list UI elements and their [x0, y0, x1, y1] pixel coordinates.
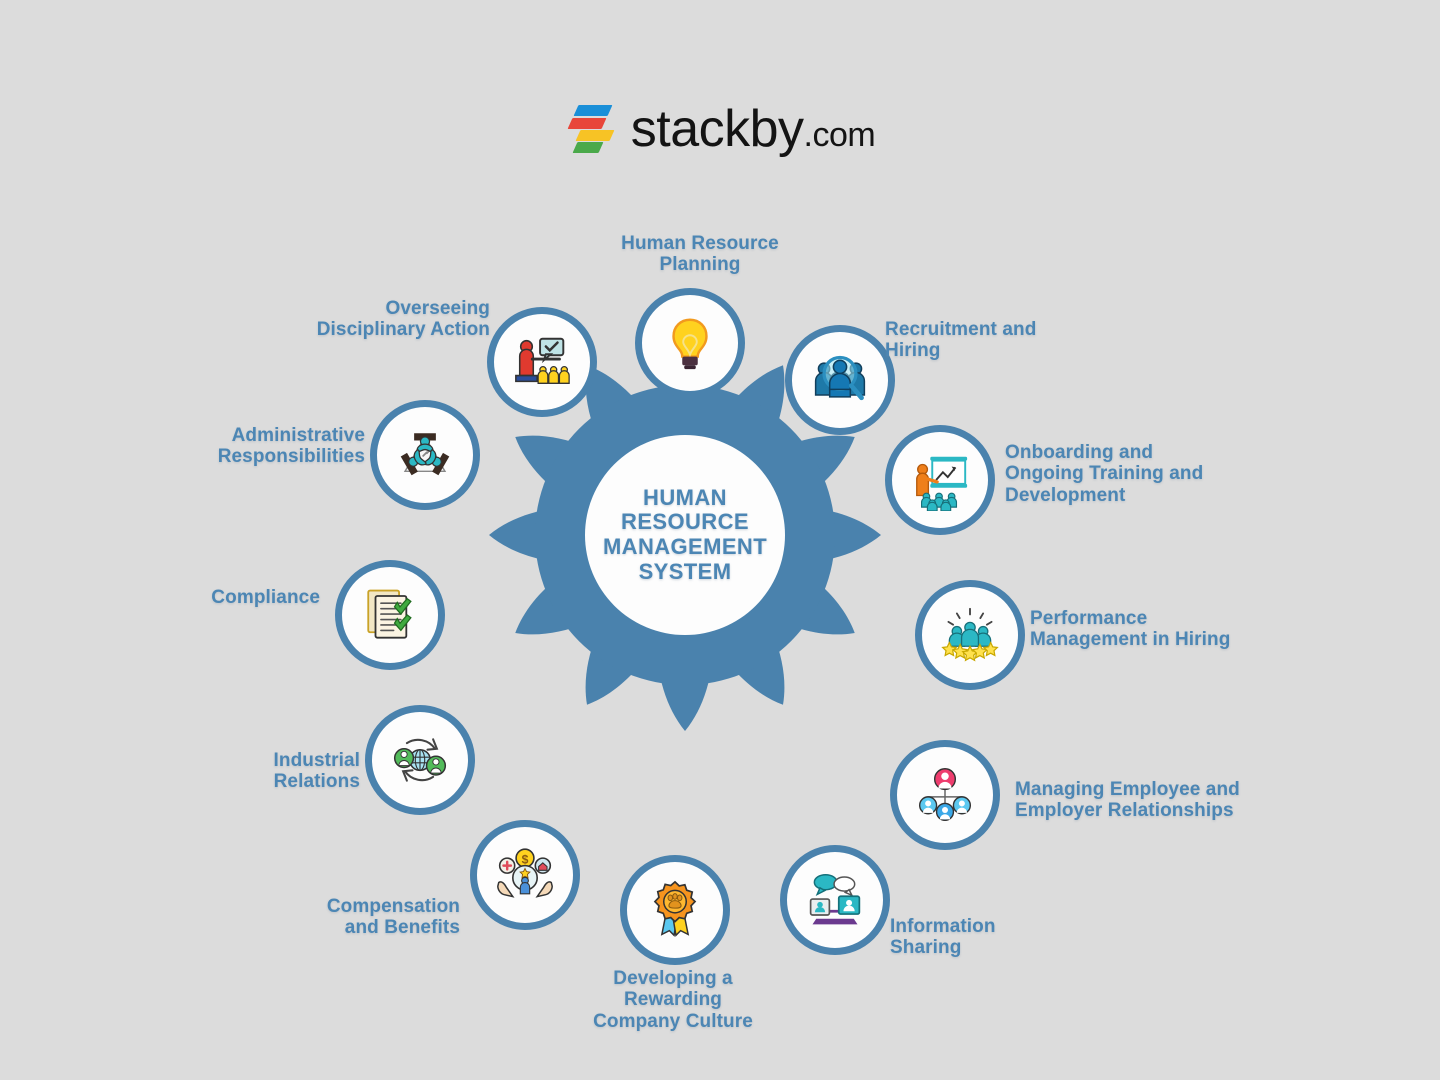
presenter-approval-icon: [515, 337, 570, 384]
checklist-document-icon: [367, 589, 412, 639]
org-chart-icon: [918, 768, 972, 822]
node-overseeing-disciplinary-action[interactable]: [487, 307, 597, 417]
node-compensation-and-benefits[interactable]: $: [470, 820, 580, 930]
award-ribbon-icon: [653, 880, 697, 937]
node-recruitment-and-hiring[interactable]: [785, 325, 895, 435]
label-developing-company-culture: Developing a Rewarding Company Culture: [593, 968, 753, 1032]
lightbulb-icon: [672, 318, 708, 370]
people-stars-icon: [941, 607, 999, 662]
brand-tld-text: .com: [803, 116, 876, 154]
stackby-mark-icon: [565, 103, 615, 155]
label-human-resource-planning: Human Resource Planning: [621, 233, 779, 276]
center-hub: HUMAN RESOURCE MANAGEMENT SYSTEM: [585, 435, 785, 635]
label-managing-relationships: Managing Employee and Employer Relations…: [1015, 779, 1240, 822]
brand-wordmark: stackby.com: [630, 100, 876, 158]
node-onboarding-training[interactable]: [885, 425, 995, 535]
node-information-sharing[interactable]: [780, 845, 890, 955]
node-performance-management[interactable]: [915, 580, 1025, 690]
brand-name-text: stackby: [630, 100, 804, 158]
svg-text:$: $: [522, 852, 529, 866]
label-onboarding-training: Onboarding and Ongoing Training and Deve…: [1005, 442, 1204, 506]
teamwork-triangle-icon: [400, 433, 450, 476]
label-overseeing-disciplinary-action: Overseeing Disciplinary Action: [316, 298, 490, 341]
center-hub-title: HUMAN RESOURCE MANAGEMENT SYSTEM: [602, 484, 768, 584]
screens-chat-icon: [809, 873, 861, 925]
globe-people-cycle-icon: [393, 738, 447, 782]
label-compensation-and-benefits: Compensation and Benefits: [326, 896, 460, 939]
label-performance-management: Performance Management in Hiring: [1030, 608, 1231, 651]
node-administrative-responsibilities[interactable]: [370, 400, 480, 510]
node-managing-relationships[interactable]: [890, 740, 1000, 850]
node-compliance[interactable]: [335, 560, 445, 670]
label-administrative-responsibilities: Administrative Responsibilities: [217, 425, 365, 468]
training-presentation-icon: [916, 456, 968, 511]
stackby-logo: stackby.com: [0, 103, 1440, 155]
people-magnifier-icon: [814, 355, 866, 401]
node-human-resource-planning[interactable]: [635, 288, 745, 398]
hands-benefits-icon: $: [497, 848, 553, 898]
label-recruitment-and-hiring: Recruitment and Hiring: [885, 319, 1037, 362]
label-information-sharing: Information Sharing: [890, 916, 996, 959]
label-compliance: Compliance: [211, 587, 320, 608]
label-industrial-relations: Industrial Relations: [273, 750, 360, 793]
node-developing-company-culture[interactable]: [620, 855, 730, 965]
node-industrial-relations[interactable]: [365, 705, 475, 815]
